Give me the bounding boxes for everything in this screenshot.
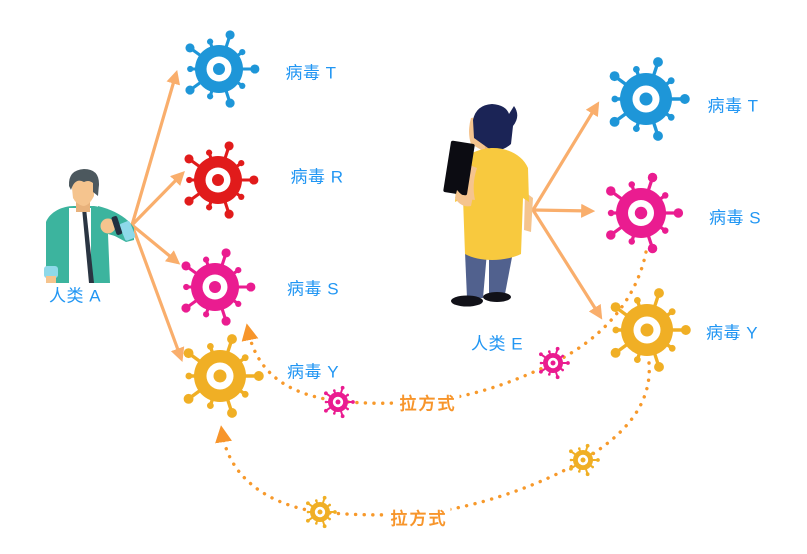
small-virus-pink-left-icon (324, 385, 355, 419)
arrow-e-to-virus-s (531, 203, 596, 218)
virus-y-right-icon (610, 288, 691, 372)
virus-t-right-icon (609, 57, 690, 141)
virus-r-left-icon (184, 141, 259, 219)
virus-y-left-label: 病毒 Y (286, 362, 340, 382)
arrow-e-to-virus-y (531, 208, 603, 320)
human-e-label: 人类 E (470, 334, 524, 354)
virus-r-left-label: 病毒 R (290, 167, 344, 187)
human-e-figure (443, 102, 538, 314)
arrow-a-to-virus-s (130, 223, 181, 265)
pull-method-label-y: 拉方式 (387, 504, 451, 530)
arrow-a-to-virus-y (130, 223, 185, 362)
human-a-figure (42, 166, 136, 283)
virus-t-left-label: 病毒 T (285, 63, 337, 83)
virus-s-left-label: 病毒 S (286, 279, 340, 299)
infection-arrows-layer (130, 69, 603, 362)
person-holding-tablet-icon (443, 104, 533, 307)
pull-method-label-s: 拉方式 (396, 389, 460, 415)
pull-link-virus-y (215, 361, 651, 517)
virus-y-right-label: 病毒 Y (705, 323, 759, 343)
arrow-a-to-virus-r (130, 170, 185, 227)
virus-s-right-label: 病毒 S (708, 208, 762, 228)
arrow-a-to-virus-t (130, 69, 181, 227)
viruses-layer (181, 30, 691, 529)
virus-s-right-icon (606, 172, 684, 254)
virus-y-left-icon (183, 334, 264, 418)
small-virus-yellow-left-icon (306, 495, 337, 529)
person-looking-at-watch-icon (44, 169, 136, 283)
human-a-label: 人类 A (48, 286, 102, 306)
virus-t-right-label: 病毒 T (707, 96, 759, 116)
virus-t-left-icon (185, 30, 260, 108)
arrow-e-to-virus-t (531, 101, 600, 212)
small-virus-yellow-right-icon (569, 443, 600, 477)
small-virus-pink-right-icon (539, 346, 570, 380)
virus-s-left-icon (181, 248, 256, 326)
